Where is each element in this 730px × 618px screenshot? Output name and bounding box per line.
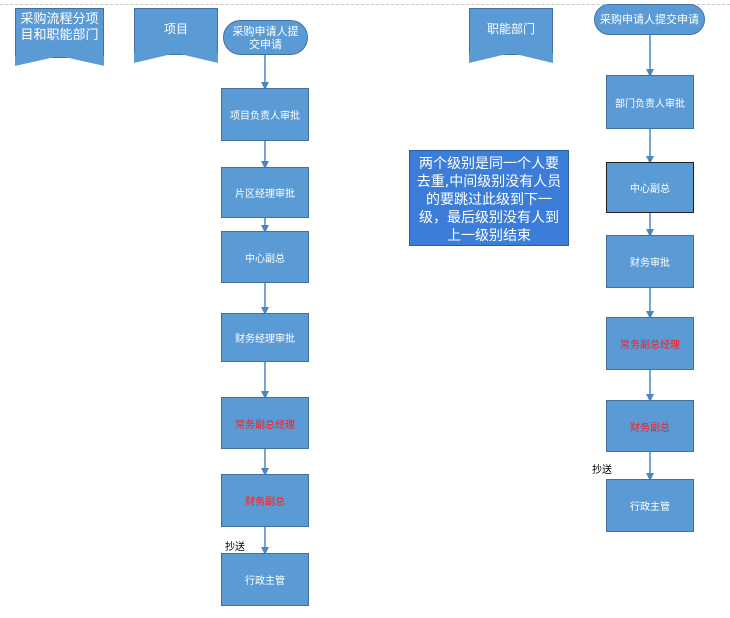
functional-start-label: 采购申请人提交申请 [600, 13, 699, 26]
project-start-node: 采购申请人提交申请 [223, 20, 308, 55]
dedup-rule-note: 两个级别是同一个人要去重,中间级别没有人员的要跳过此级到下一级，最后级别没有人到… [409, 150, 569, 246]
functional-step-3-label: 财务审批 [630, 258, 670, 269]
project-step-6-label: 财务副总 [245, 497, 285, 508]
project-step-2: 片区经理审批 [221, 167, 309, 218]
functional-cc-label: 抄送 [592, 465, 612, 476]
project-start-label: 采购申请人提交申请 [232, 24, 299, 51]
functional-step-1: 部门负责人审批 [606, 75, 694, 129]
project-step-4-label: 财务经理审批 [235, 334, 295, 345]
project-cc-label: 抄送 [225, 542, 245, 553]
project-end-node: 行政主管 [221, 553, 309, 606]
functional-header-document: 职能部门 [469, 8, 553, 63]
functional-step-4: 常务副总经理 [606, 317, 694, 370]
project-step-5: 常务副总经理 [221, 397, 309, 449]
project-header-label: 项目 [163, 22, 188, 36]
functional-step-5: 财务副总 [606, 400, 694, 452]
functional-step-3: 财务审批 [606, 235, 694, 288]
functional-step-1-label: 部门负责人审批 [615, 98, 685, 110]
project-step-2-label: 片区经理审批 [235, 189, 295, 200]
title-document-shape: 采购流程分项目和职能部门 [15, 8, 104, 66]
title-text: 采购流程分项目和职能部门 [20, 12, 99, 43]
functional-end-label: 行政主管 [630, 502, 670, 513]
project-step-4: 财务经理审批 [221, 313, 309, 362]
dedup-rule-text: 两个级别是同一个人要去重,中间级别没有人员的要跳过此级到下一级，最后级别没有人到… [416, 156, 562, 244]
project-end-label: 行政主管 [245, 576, 285, 587]
project-step-3: 中心副总 [221, 231, 309, 283]
functional-step-4-label: 常务副总经理 [620, 340, 680, 351]
functional-end-node: 行政主管 [606, 479, 694, 532]
functional-step-2-label: 中心副总 [630, 184, 670, 195]
project-step-5-label: 常务副总经理 [235, 419, 295, 431]
project-step-1: 项目负责人审批 [221, 88, 309, 141]
functional-step-5-label: 财务副总 [630, 422, 670, 434]
project-step-3-label: 中心副总 [245, 253, 285, 265]
project-step-1-label: 项目负责人审批 [230, 111, 300, 122]
functional-start-node: 采购申请人提交申请 [594, 4, 705, 35]
project-header-document: 项目 [134, 8, 218, 63]
functional-header-label: 职能部门 [486, 22, 535, 36]
page-top-divider [0, 4, 730, 6]
project-step-6: 财务副总 [221, 474, 309, 527]
functional-step-2: 中心副总 [606, 162, 694, 213]
